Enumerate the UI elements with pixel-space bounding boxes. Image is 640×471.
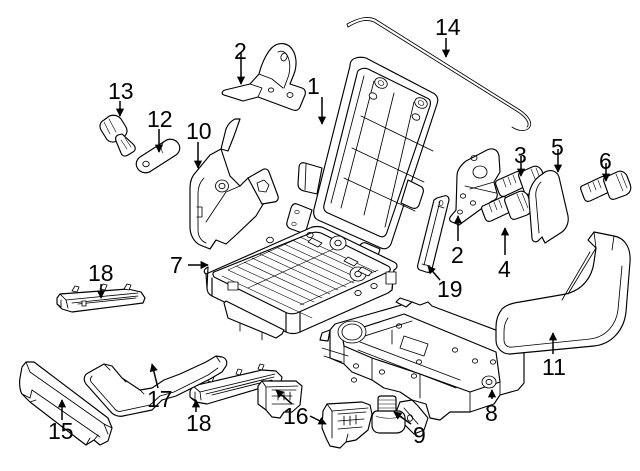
part-outer-side-trim-panel: [495, 231, 631, 355]
callout-label-16: 16: [283, 403, 309, 429]
part-bolt-right: [580, 170, 632, 202]
part-seat-track-assembly: [319, 297, 525, 435]
part-bolt-lower: [481, 190, 533, 222]
callout-label-18b: 18: [186, 410, 212, 436]
callout-label-19: 19: [437, 276, 463, 302]
part-pivot-link: [135, 138, 181, 174]
callout-label-9: 9: [413, 422, 426, 448]
callout-label-11: 11: [542, 354, 566, 380]
leader-16b: [309, 415, 327, 425]
part-track-end-bracket-pair: [257, 380, 373, 449]
part-cushion-wire-frame: [83, 355, 228, 417]
callout-label-12: 12: [147, 106, 173, 132]
leader-9: [393, 411, 412, 425]
leader-17: [149, 363, 159, 389]
part-inner-side-shield: [189, 118, 279, 250]
callout-label-17: 17: [147, 386, 173, 412]
callout-label-1: 1: [307, 73, 320, 99]
part-seat-back-wire-rod: [346, 16, 532, 131]
callout-label-5: 5: [551, 134, 564, 160]
callout-label-3: 3: [514, 142, 527, 168]
part-hinge-cover-cap: [528, 170, 569, 244]
callout-label-15: 15: [48, 418, 74, 444]
callout-label-7: 7: [170, 252, 183, 278]
part-recliner-bracket-upper: [221, 43, 306, 111]
callout-label-2b: 2: [451, 242, 464, 268]
callout-label-10: 10: [186, 118, 212, 144]
callout-label-6: 6: [599, 148, 612, 174]
leader-16a: [275, 389, 293, 405]
callout-label-4: 4: [498, 256, 511, 282]
callout-label-13: 13: [108, 78, 134, 104]
callout-label-2a: 2: [234, 38, 247, 64]
part-recliner-bracket-lower: [449, 148, 501, 226]
part-seat-cushion-frame: [203, 225, 398, 341]
callout-label-8: 8: [485, 400, 498, 426]
leader-19: [427, 265, 441, 281]
callout-label-18a: 18: [88, 260, 114, 286]
callout-label-14: 14: [435, 14, 461, 40]
part-bolt-shield: [99, 114, 136, 157]
